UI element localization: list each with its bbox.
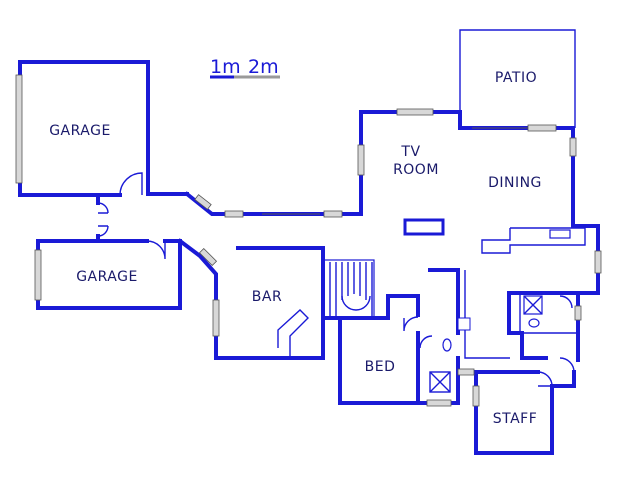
bar-counter <box>277 309 309 356</box>
passage-walls <box>96 193 109 243</box>
label-bed: BED <box>365 359 396 375</box>
staircase <box>323 259 375 319</box>
label-garage-top: GARAGE <box>49 123 111 139</box>
double-door-swing <box>97 202 109 237</box>
bedroom-walls <box>321 294 460 407</box>
door-swing <box>537 371 553 387</box>
toilet-icon <box>442 338 452 352</box>
label-staff: STAFF <box>493 411 538 427</box>
staff-walls <box>457 368 576 455</box>
label-bar: BAR <box>252 289 282 305</box>
patio-outline <box>459 29 576 128</box>
sink-icon <box>549 229 571 239</box>
garage-door-window <box>15 74 23 184</box>
scale-bar: 1m 2m <box>210 56 280 79</box>
garage-door-window <box>34 249 42 301</box>
garage-bottom-walls <box>34 239 182 310</box>
label-garage-bottom: GARAGE <box>76 269 138 285</box>
bathroom-fixtures <box>419 335 452 393</box>
door-swing <box>146 240 166 260</box>
door-swing <box>119 172 143 196</box>
door-swing <box>403 316 419 332</box>
scale-label-2m: 2m <box>248 56 279 78</box>
label-dining: DINING <box>488 175 542 191</box>
label-tv-room-line2: ROOM <box>393 162 439 178</box>
passage-lines <box>428 268 510 359</box>
dining-kitchen-walls <box>403 126 602 295</box>
corridor-walls <box>177 108 575 360</box>
scale-label-1m: 1m <box>210 56 241 78</box>
garage-top-walls <box>15 60 189 197</box>
label-patio: PATIO <box>495 70 537 86</box>
fireplace <box>403 218 445 236</box>
utility-walls <box>507 291 582 388</box>
stove-icon <box>457 317 471 331</box>
label-tv-room-line1: TV <box>400 144 420 160</box>
toilet-icon <box>528 318 540 328</box>
